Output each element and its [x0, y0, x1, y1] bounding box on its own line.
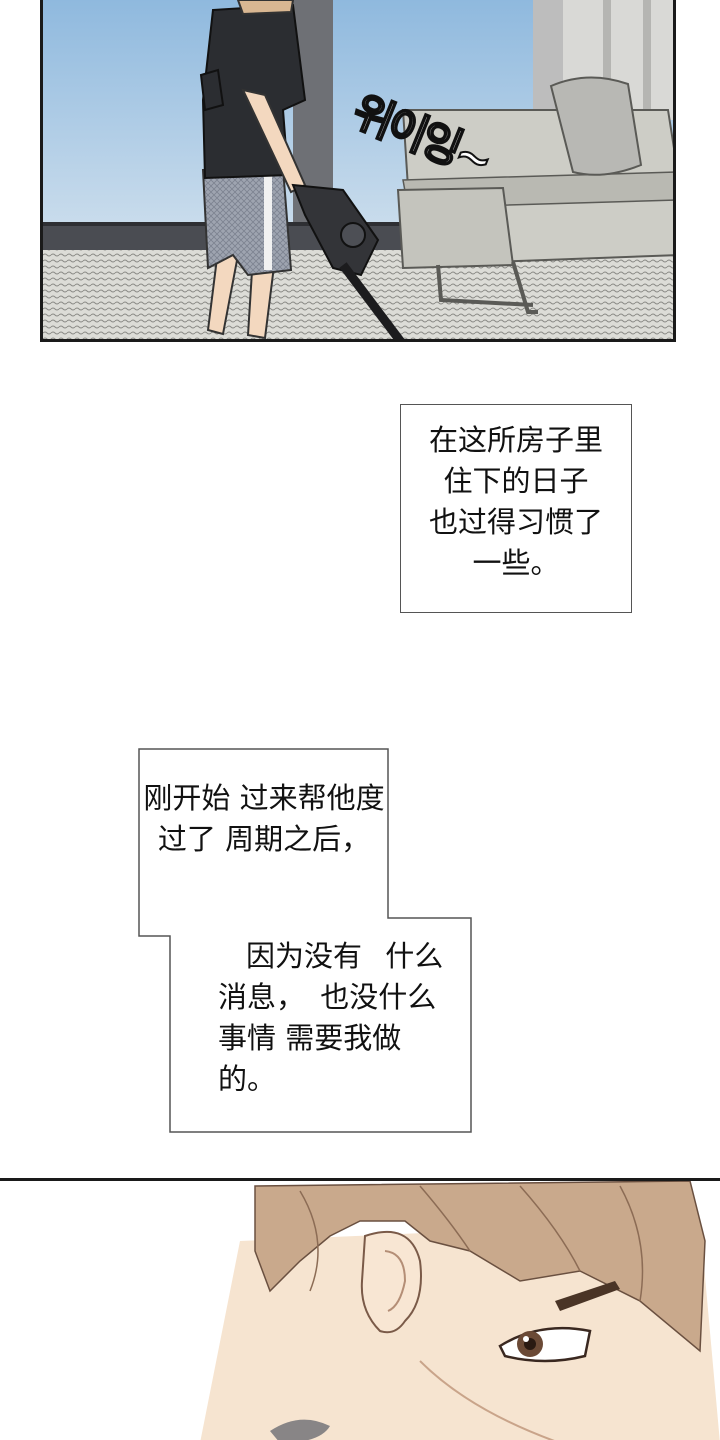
comic-panel-vacuum-scene: 위이잉~	[40, 0, 676, 342]
narration-line: 需要我做的。	[218, 1021, 402, 1096]
comic-panel-face-closeup	[0, 1178, 720, 1440]
narration-line: 过来帮他度过了	[157, 781, 385, 856]
narration-line: 在这所房子里	[428, 423, 603, 457]
narration-line: 因为没有	[246, 939, 363, 973]
narration-line: 也过得习惯了	[428, 505, 603, 539]
narration-box-1: 在这所房子里 住下的日子 也过得习惯了 一些。	[400, 404, 632, 613]
narration-line: 什么消息，	[218, 939, 444, 1014]
narration-line: 也没什么事情	[218, 980, 437, 1055]
face-closeup-illustration	[0, 1181, 720, 1440]
narration-line: 一些。	[472, 546, 560, 580]
narration-box-2: 刚开始 过来帮他度过了 周期之后， 因为没有 什么消息， 也没什么事情 需要我做…	[138, 748, 474, 1134]
narration-lower-text: 因为没有 什么消息， 也没什么事情 需要我做的。	[218, 936, 448, 1100]
narration-box-outline	[138, 748, 472, 1133]
vacuum-scene-illustration	[43, 0, 673, 339]
narration-upper-text: 刚开始 过来帮他度过了 周期之后，	[138, 778, 390, 860]
narration-line: 住下的日子	[443, 464, 589, 498]
narration-line: 周期之后，	[225, 822, 371, 856]
narration-line: 刚开始	[143, 781, 231, 815]
